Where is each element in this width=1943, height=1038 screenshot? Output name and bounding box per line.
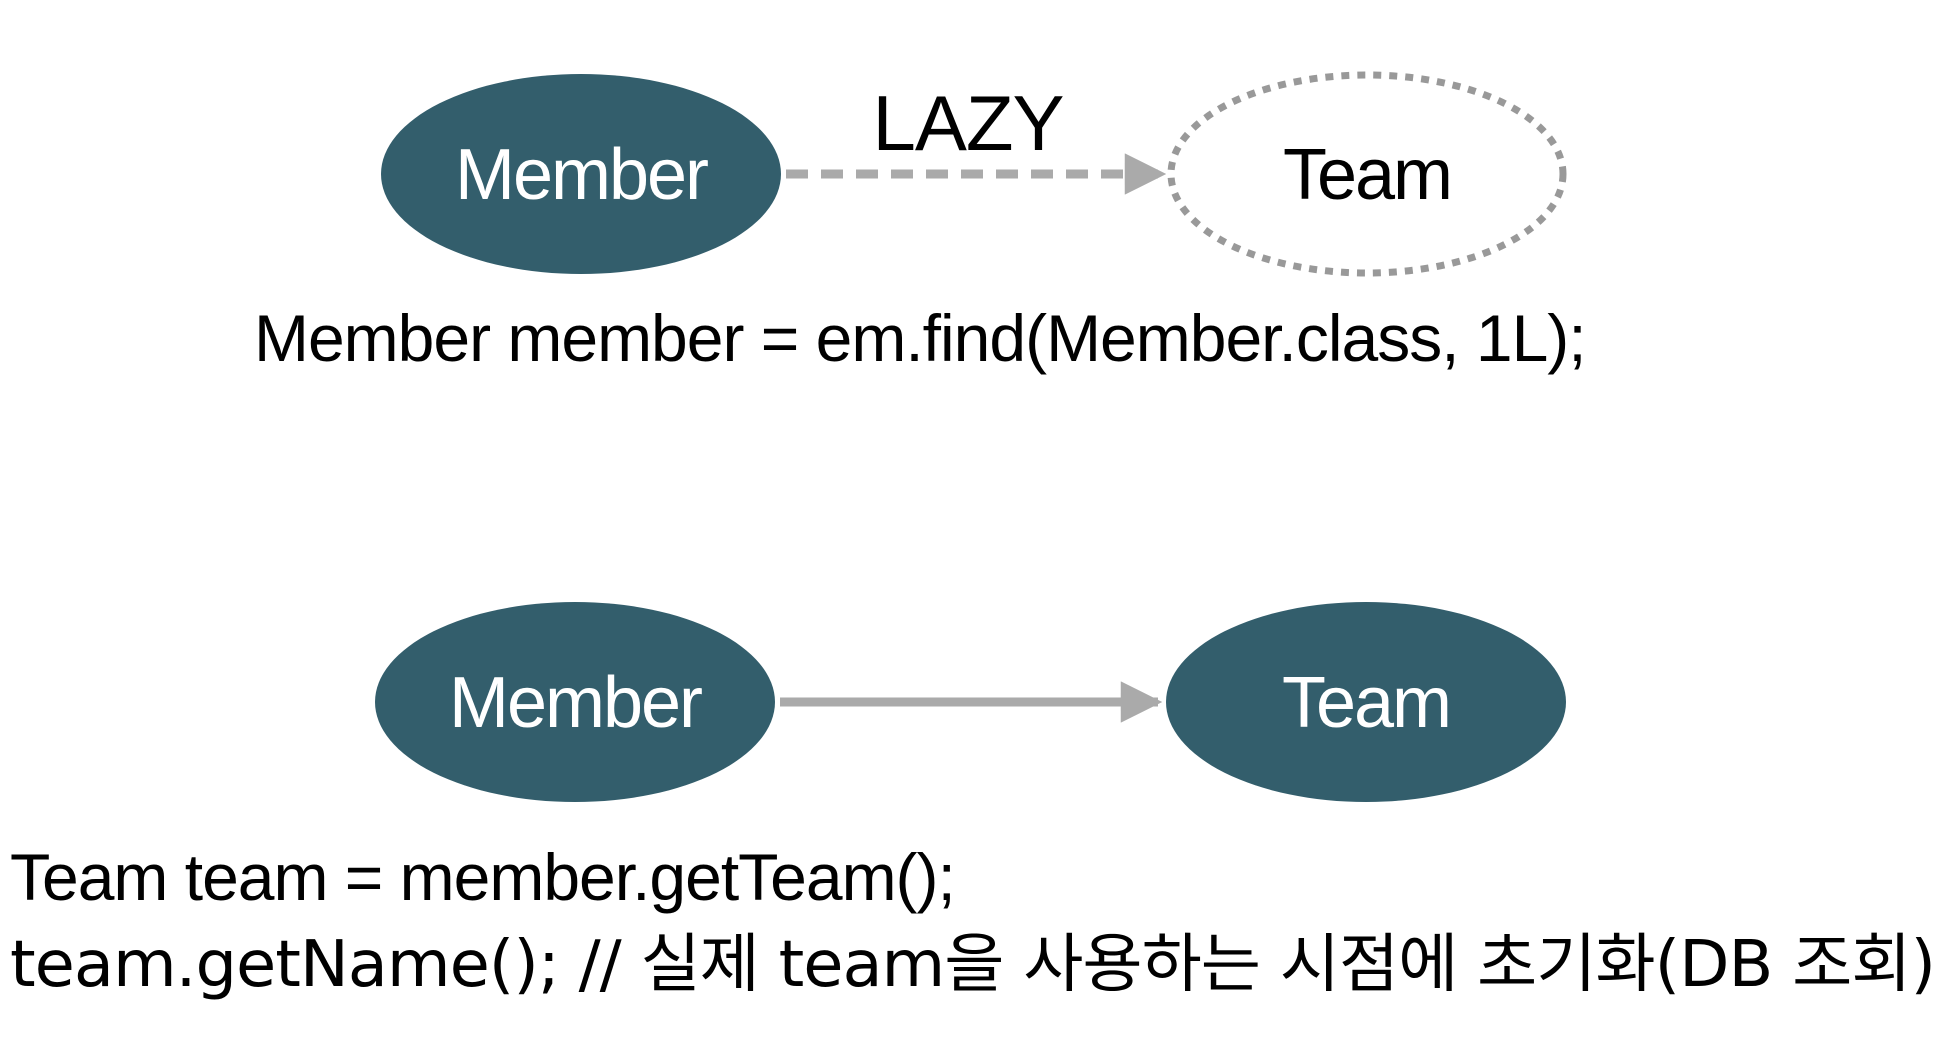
bottom-team-node: Team (1166, 602, 1566, 802)
top-code-line: Member member = em.find(Member.class, 1L… (254, 301, 1586, 375)
top-team-label: Team (1283, 135, 1451, 215)
bottom-member-label: Member (449, 663, 702, 743)
bottom-diagram: Member Team Team team = member.getTeam()… (10, 602, 1936, 1002)
bottom-member-node: Member (375, 602, 775, 802)
top-member-node: Member (381, 74, 781, 274)
lazy-edge-label: LAZY (872, 79, 1063, 167)
bottom-code-line-1: Team team = member.getTeam(); (10, 840, 955, 914)
bottom-code-line-2: team.getName(); // 실제 team을 사용하는 시점에 초기화… (10, 928, 1935, 1002)
top-member-label: Member (455, 135, 708, 215)
top-diagram: Member LAZY Team Member member = em.find… (254, 71, 1587, 375)
top-team-proxy-node: Team (1167, 71, 1567, 277)
bottom-team-label: Team (1282, 663, 1450, 743)
